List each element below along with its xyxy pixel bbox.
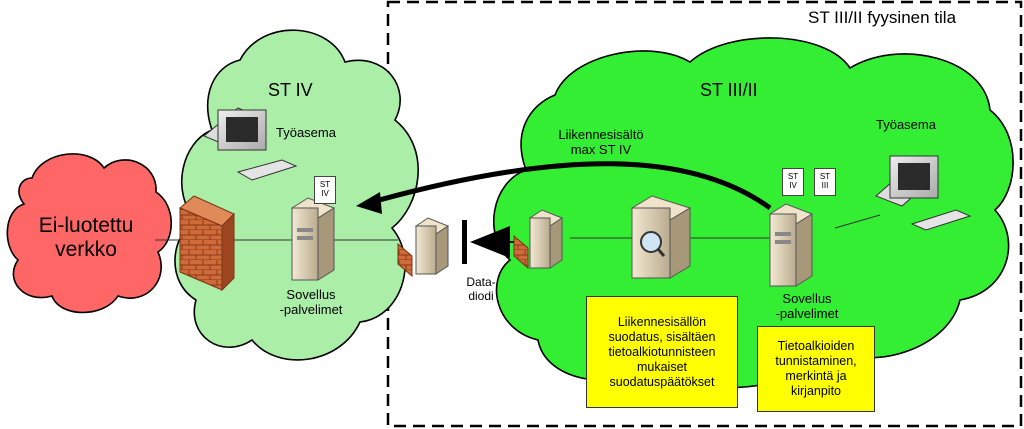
data-diode-label: Data- diodi bbox=[456, 275, 506, 304]
untrusted-cloud bbox=[6, 153, 172, 314]
filtering-note-line: suodatus, sisältäen bbox=[608, 329, 716, 344]
filtering-note-line: tietoalkiotunnisteen bbox=[608, 344, 716, 359]
identification-note: Tietoalkioiden tunnistaminen, merkintä j… bbox=[757, 326, 875, 412]
inspection-server-icon bbox=[630, 195, 692, 279]
st32-cloud-label: ST III/II bbox=[700, 80, 758, 100]
magnifier-icon bbox=[640, 231, 662, 253]
app-servers-left-label-line1: Sovellus bbox=[286, 287, 336, 302]
app-servers-right-label-line2: -palvelimet bbox=[775, 305, 839, 321]
gateway-firewall-icon bbox=[397, 242, 413, 278]
traffic-content-label: Liikennesisältö max ST IV bbox=[546, 127, 656, 158]
filtering-note-line: Liikennesisällön bbox=[617, 314, 707, 329]
app-servers-right-label-line1: Sovellus bbox=[782, 291, 832, 306]
identification-note-line: Tietoalkioiden bbox=[777, 339, 855, 353]
untrusted-cloud-label: Ei-luotettu verkko bbox=[36, 214, 136, 262]
untrusted-cloud-label-line1: Ei-luotettu bbox=[38, 214, 134, 237]
data-diode-label-line2: diodi bbox=[468, 288, 494, 303]
doc-tag-right-st3: ST III bbox=[814, 168, 836, 196]
traffic-content-label-line1: Liikennesisältö bbox=[558, 127, 644, 142]
identification-note-line: merkintä ja bbox=[785, 369, 847, 383]
traffic-arrow bbox=[371, 161, 772, 211]
physical-area-label: ST III/II fyysinen tila bbox=[808, 8, 957, 27]
doc-tag-left-line2: IV bbox=[321, 189, 329, 198]
doc-tag-right-st4-line1: ST bbox=[787, 172, 799, 181]
data-diode-bar bbox=[462, 220, 467, 264]
filtering-note-line: mukaiset bbox=[636, 359, 688, 374]
identification-note-line: kirjanpito bbox=[790, 384, 842, 398]
filtering-note-line: suodatuspäätökset bbox=[609, 374, 715, 389]
identification-note-line: tunnistaminen, bbox=[775, 354, 857, 368]
firewall-icon bbox=[179, 195, 235, 292]
traffic-content-label-line2: max ST IV bbox=[570, 141, 632, 157]
doc-tag-right-st3-line1: ST bbox=[819, 172, 831, 181]
doc-tag-right-st4-line2: IV bbox=[789, 181, 797, 190]
workstation-left-label: Työasema bbox=[276, 125, 336, 140]
st4-cloud-label: ST IV bbox=[268, 80, 313, 100]
workstation-right-label: Työasema bbox=[876, 117, 936, 132]
app-server-right-icon bbox=[768, 203, 814, 287]
untrusted-cloud-label-line2: verkko bbox=[55, 238, 117, 262]
link-server-workstation bbox=[834, 214, 881, 229]
filtering-note: Liikennesisällön suodatus, sisältäen tie… bbox=[586, 296, 738, 408]
inner-gateway-server-icon bbox=[528, 209, 564, 269]
workstation-right-icon bbox=[875, 155, 972, 231]
doc-tag-left-line1: ST bbox=[319, 180, 331, 189]
gateway-server-icon bbox=[414, 217, 450, 275]
traffic-arrowhead bbox=[356, 192, 382, 214]
app-servers-right-label: Sovellus -palvelimet bbox=[762, 291, 852, 322]
workstation-left-icon bbox=[203, 107, 298, 181]
doc-tag-right-st3-line2: III bbox=[821, 181, 829, 190]
data-diode-label-line1: Data- bbox=[466, 275, 496, 289]
app-server-left-icon bbox=[290, 197, 336, 281]
app-servers-left-label-line2: -palvelimet bbox=[279, 301, 343, 317]
app-servers-left-label: Sovellus -palvelimet bbox=[266, 287, 356, 318]
doc-tag-right-st4: ST IV bbox=[782, 168, 804, 196]
doc-tag-left: ST IV bbox=[314, 176, 336, 204]
data-diode-arrowhead bbox=[470, 226, 510, 258]
inner-gateway-firewall-icon bbox=[513, 234, 529, 270]
